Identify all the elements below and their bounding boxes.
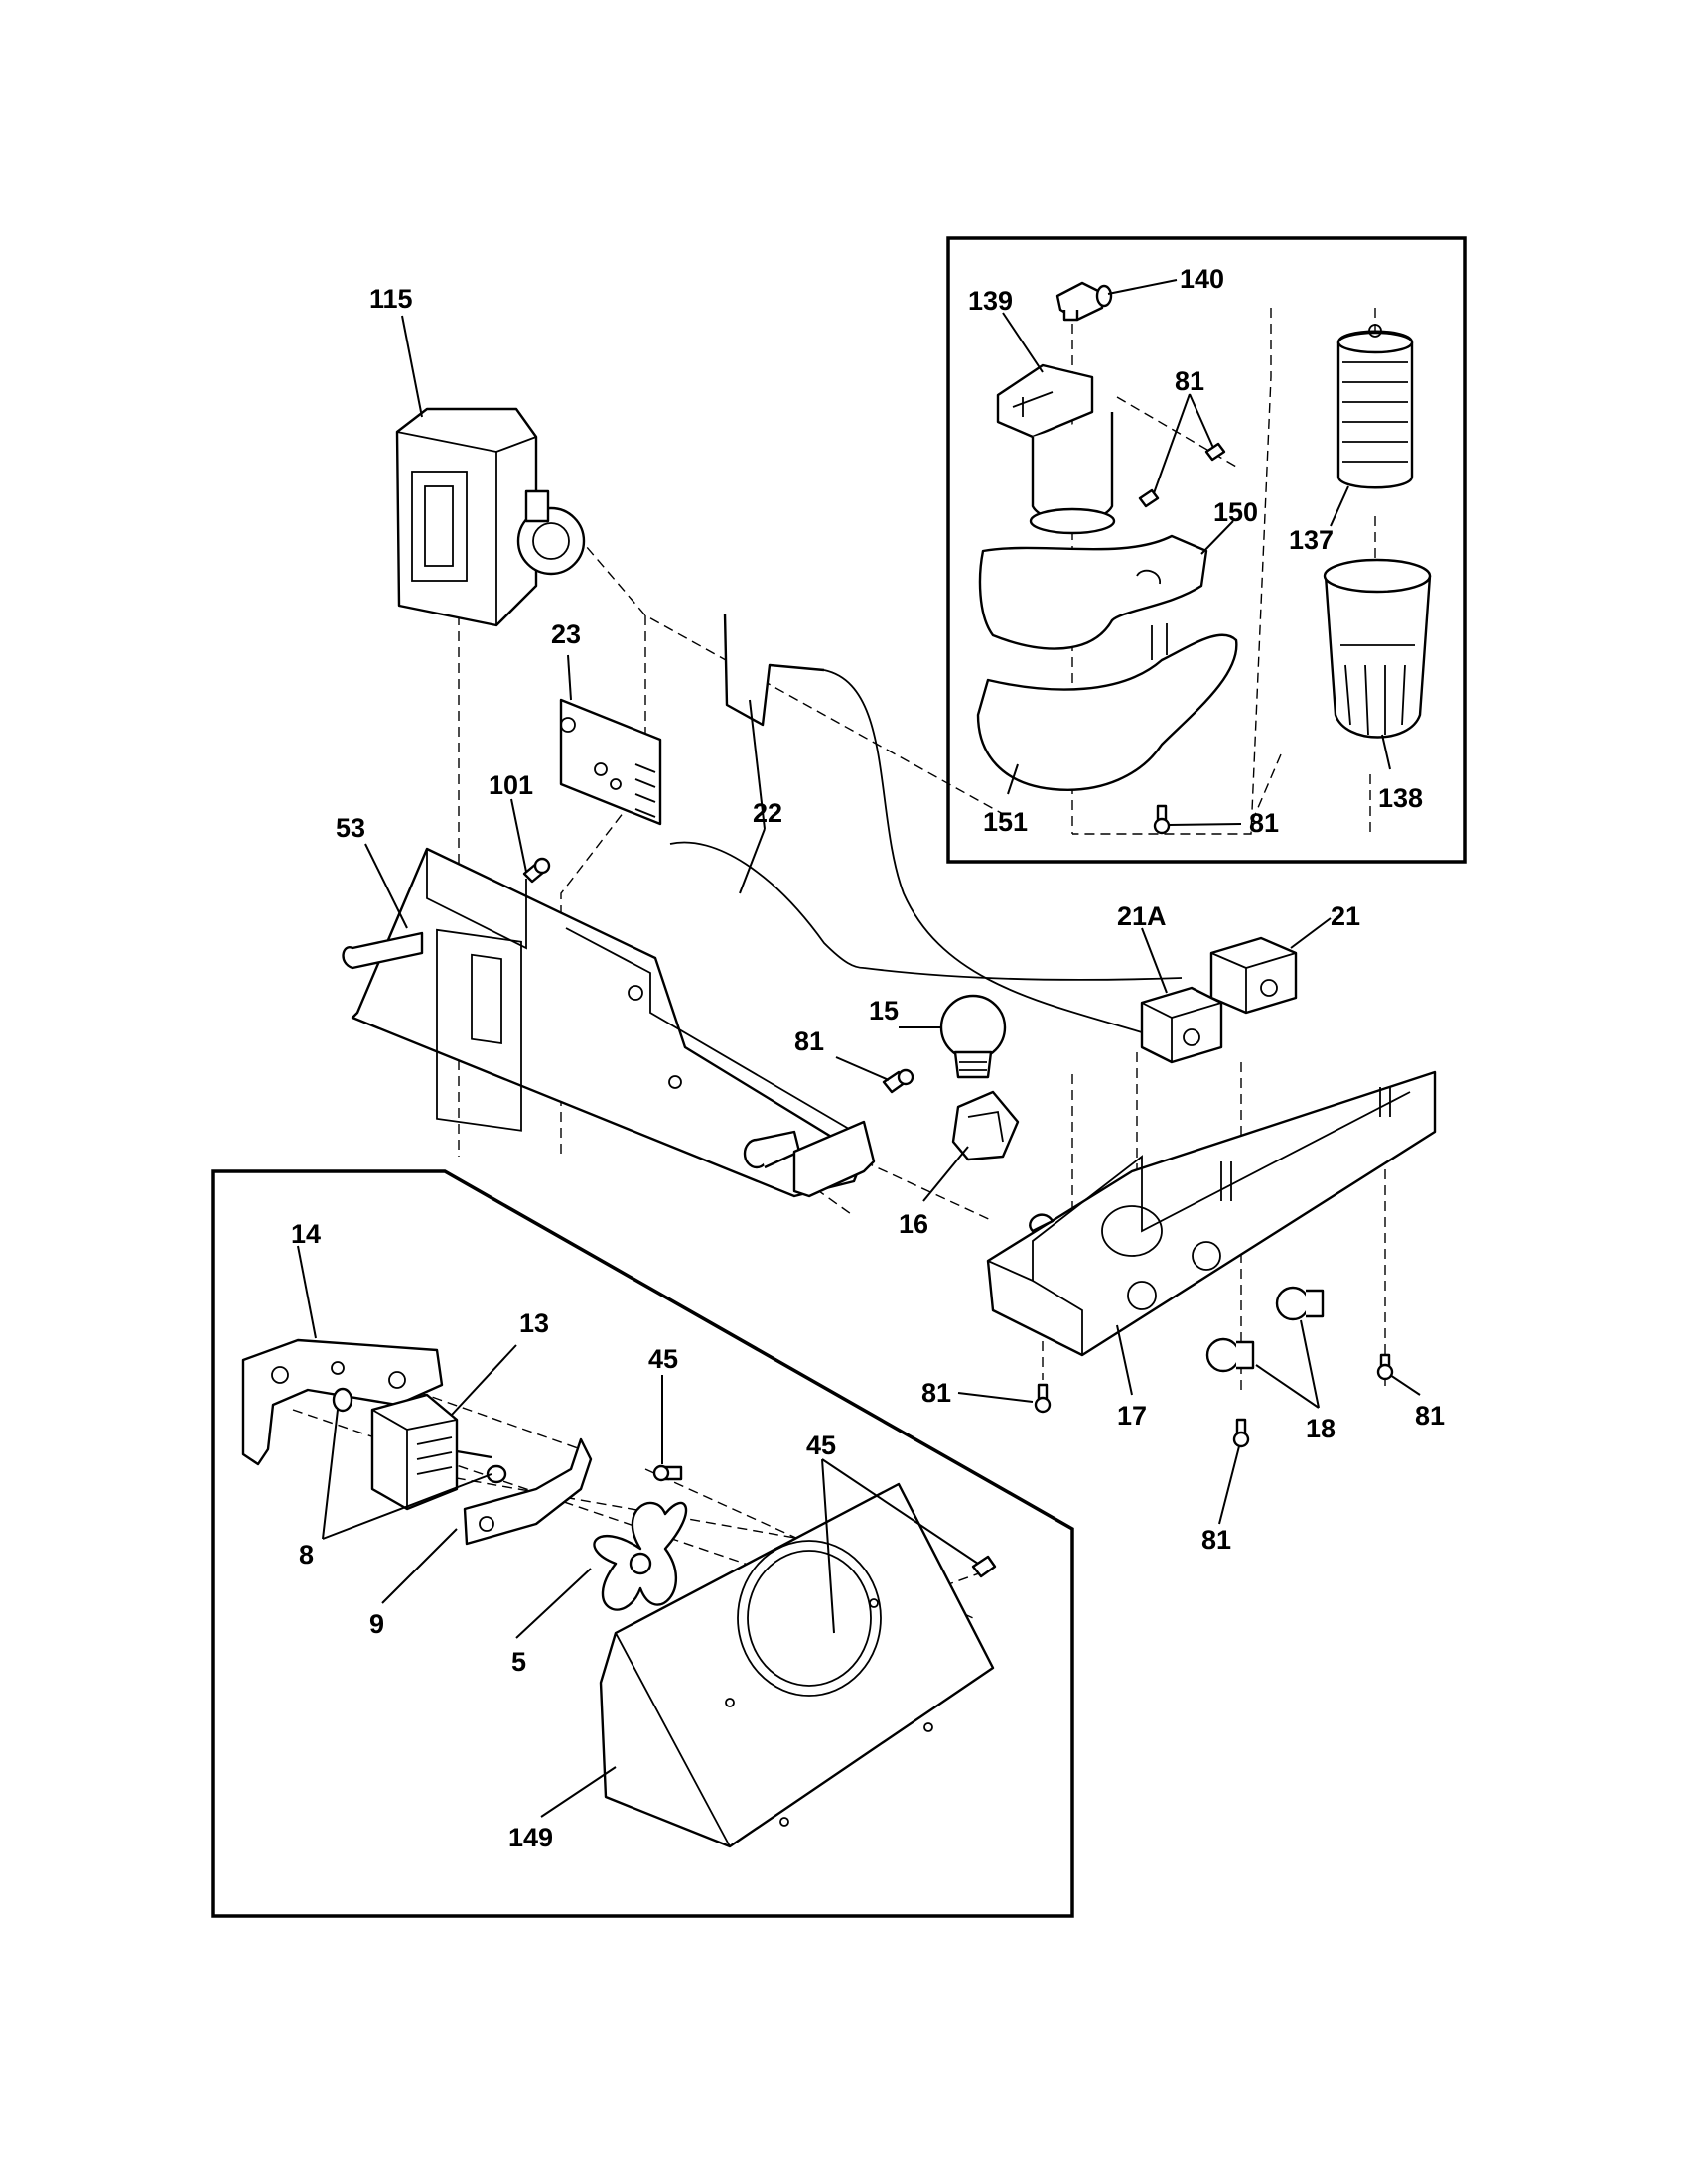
label-115: 115 [369,284,413,314]
part-16-bulb-socket [951,1090,1020,1161]
part-45-screw-mid-b [971,1555,997,1578]
label-15: 15 [869,996,899,1025]
part-150-cover-upper [978,534,1208,650]
part-149-fan-shroud [599,1482,995,1848]
label-81-bottom-left: 81 [921,1378,951,1408]
label-53: 53 [336,813,365,843]
label-45-top: 45 [648,1344,678,1374]
label-140: 140 [1180,264,1224,294]
label-45-mid: 45 [806,1431,836,1460]
part-18-knob-right [1275,1286,1325,1321]
part-45-screw-top [652,1464,683,1482]
part-81-screw-filter-top-a [1138,488,1160,508]
part-81-screw-filter-bottom [1153,804,1171,835]
label-21: 21 [1331,901,1360,931]
water-filter-inset-frame [946,236,1467,864]
label-8: 8 [299,1540,314,1570]
part-81-screw-bottom-mid [1232,1418,1250,1448]
label-14: 14 [291,1219,321,1249]
label-13: 13 [519,1308,549,1338]
label-17: 17 [1117,1401,1147,1431]
part-140-elbow-fitting [1055,281,1113,322]
part-81-screw-bottom-right [1376,1353,1394,1381]
label-22: 22 [753,798,782,828]
label-23: 23 [551,619,581,649]
label-81-bottom-right: 81 [1415,1401,1445,1431]
label-5: 5 [511,1647,526,1677]
label-81-filter-top: 81 [1175,366,1204,396]
fan-assembly-inset-frame [211,1169,1074,1918]
label-81-filter-bottom: 81 [1249,808,1279,838]
label-9: 9 [369,1609,384,1639]
part-14-motor-bracket [241,1338,444,1466]
part-labels: 115 23 101 53 22 15 81 16 21A 21 17 18 8… [291,264,1445,1852]
leader-lines [297,279,1421,1818]
part-151-cover-lower [976,623,1238,791]
part-115-control-housing [395,407,586,627]
part-15-light-bulb [939,994,1007,1079]
label-81-center: 81 [794,1026,824,1056]
label-151: 151 [983,807,1028,837]
part-21A-switch [1140,986,1223,1064]
label-139: 139 [968,286,1013,316]
label-18: 18 [1306,1414,1336,1443]
label-101: 101 [489,770,533,800]
part-81-screw-filter-top-b [1204,442,1226,462]
part-101-screw [522,857,551,884]
label-16: 16 [899,1209,928,1239]
label-81-bottom-mid: 81 [1201,1525,1231,1555]
part-5-fan-blade [593,1501,688,1611]
part-22-water-tube [669,613,1183,1033]
part-13-fan-motor [370,1393,492,1511]
part-9-mount-bracket [463,1437,593,1546]
part-138-filter-bowl [1323,558,1432,739]
part-139-filter-head [996,363,1116,535]
label-21A: 21A [1117,901,1167,931]
label-149: 149 [508,1823,553,1852]
part-8-grommet-right [486,1464,507,1484]
part-18-knob-left [1205,1337,1255,1373]
part-81-screw-bottom-left [1034,1383,1052,1414]
part-17-switch-bracket [986,1070,1437,1357]
part-81-center-screw [882,1068,914,1094]
part-21-switch [1209,936,1298,1015]
label-138: 138 [1378,783,1423,813]
part-53-dispenser-housing [342,847,876,1198]
part-8-grommet-left [332,1387,353,1413]
part-137-filter-cartridge [1336,324,1414,489]
label-137: 137 [1289,525,1334,555]
label-150: 150 [1213,497,1258,527]
